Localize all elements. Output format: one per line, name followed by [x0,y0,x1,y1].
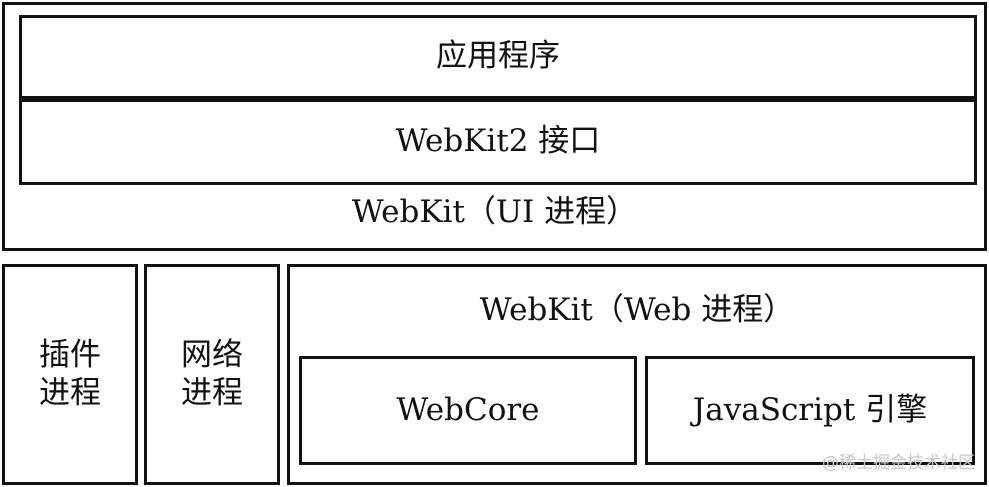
web-process-box: WebKit（Web 进程） WebCore JavaScript 引擎 [287,264,987,485]
ui-process-label: WebKit（UI 进程） [351,194,638,230]
webcore-label: WebCore [396,391,540,428]
webkit2-api-box: WebKit2 接口 [19,99,977,185]
plugin-process-label-line1: 插件 [39,337,101,374]
javascript-engine-label: JavaScript 引擎 [692,391,928,428]
plugin-process-box: 插件 进程 [2,264,138,485]
webkit2-api-label: WebKit2 接口 [395,123,601,160]
network-process-box: 网络 进程 [144,264,280,485]
network-process-label-line2: 进程 [181,374,243,411]
webcore-box: WebCore [299,356,637,465]
ui-process-box: 应用程序 WebKit2 接口 WebKit（UI 进程） [2,2,987,251]
plugin-process-label-line2: 进程 [39,374,101,411]
watermark: @稀土掘金技术社区 [822,453,975,473]
application-label: 应用程序 [436,38,560,75]
application-box: 应用程序 [19,15,977,99]
network-process-label-line1: 网络 [181,337,243,374]
web-process-label: WebKit（Web 进程） [479,292,795,328]
javascript-engine-box: JavaScript 引擎 [645,356,975,465]
